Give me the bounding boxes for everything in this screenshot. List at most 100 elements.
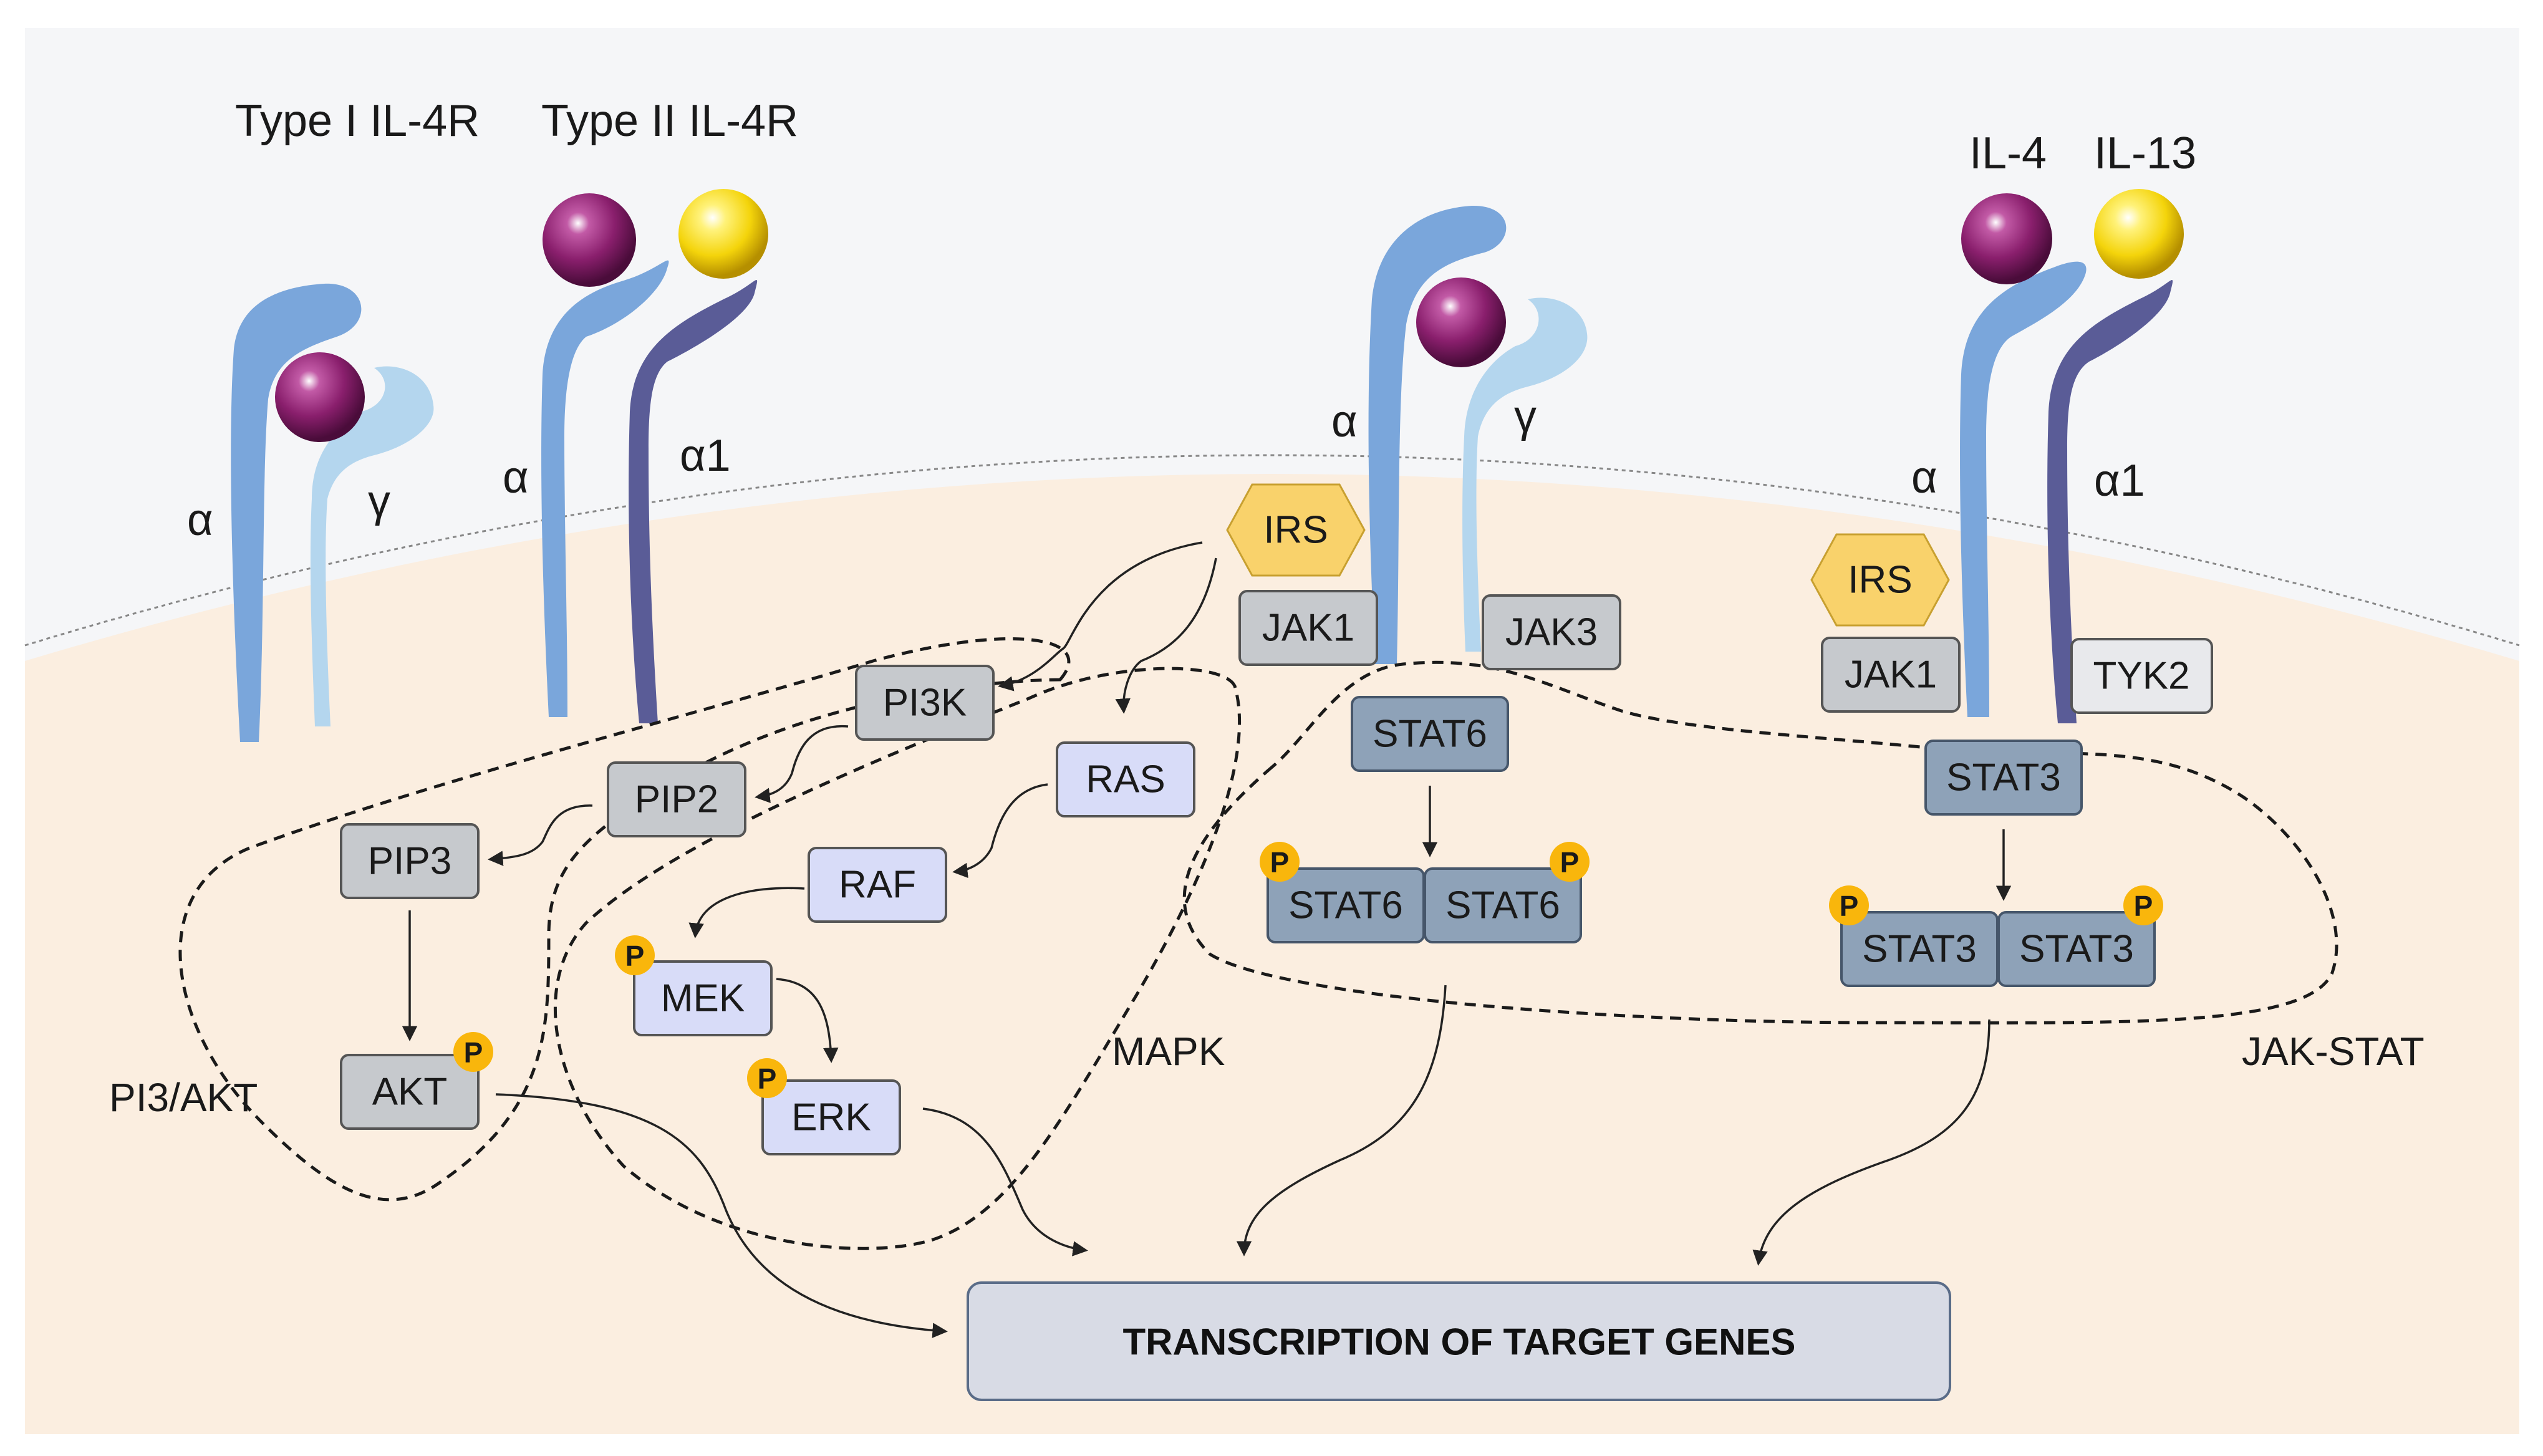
svg-text:P: P <box>758 1063 777 1095</box>
target-label: TRANSCRIPTION OF TARGET GENES <box>1123 1321 1796 1363</box>
il4-ligand <box>543 193 636 287</box>
stat6-label: STAT6 <box>1373 713 1487 756</box>
arrow-raf-mek <box>688 887 805 938</box>
pip3-node: PIP3 <box>340 823 480 899</box>
stat3-label: STAT3 <box>1946 756 2061 799</box>
il13-label: IL-13 <box>2094 128 2196 178</box>
jak1-node-middle: JAK1 <box>1238 590 1378 666</box>
gamma-chain <box>310 366 434 726</box>
arrow-pip2-pip3 <box>488 804 593 866</box>
phospho-badge-stat3-right: P <box>2123 885 2163 925</box>
svg-text:P: P <box>1560 846 1580 879</box>
akt-label: AKT <box>372 1071 448 1114</box>
alpha-label: α <box>503 453 529 503</box>
alpha1-label: α1 <box>2094 456 2145 506</box>
svg-text:P: P <box>1840 890 1859 922</box>
alpha-chain <box>1960 261 2087 717</box>
arrow-akt-transcription <box>495 1093 948 1338</box>
pi3k-label: PI3K <box>883 682 967 725</box>
alpha-chain <box>541 260 669 717</box>
transcription-target: TRANSCRIPTION OF TARGET GENES <box>967 1281 1951 1401</box>
irs-label: IRS <box>1263 509 1328 552</box>
alpha1-chain <box>2047 279 2173 723</box>
stat3-dimer: STAT3 STAT3 <box>1840 911 2156 987</box>
pi3akt-region <box>178 637 1071 1202</box>
il4-ligand <box>1961 193 2052 284</box>
arrow-stat6-transcription <box>1236 985 1447 1256</box>
alpha-label: α <box>187 495 213 545</box>
stat3-node: STAT3 <box>1924 740 2083 816</box>
arrow-stat3-transcription <box>1752 1019 1990 1266</box>
pi3akt-pathway-label: PI3/AKT <box>109 1075 258 1120</box>
mek-label: MEK <box>661 977 745 1020</box>
il13-ligand <box>2094 189 2184 279</box>
phospho-badge-mek: P <box>615 935 655 975</box>
ras-label: RAS <box>1086 758 1165 801</box>
svg-text:P: P <box>464 1036 483 1069</box>
arrow-pi3k-pip2 <box>755 725 849 803</box>
type1-receptor-middle <box>1368 205 1588 664</box>
pip2-node: PIP2 <box>607 761 746 837</box>
akt-node: AKT <box>340 1054 480 1130</box>
jak1-label: JAK1 <box>1262 607 1354 650</box>
svg-text:P: P <box>1270 846 1290 879</box>
arrow-irs-pi3k <box>998 541 1203 692</box>
jakstat-region <box>1182 660 2338 1025</box>
irs-label: IRS <box>1848 559 1912 602</box>
arrow-mek-erk <box>776 978 839 1063</box>
stat6-dimer: STAT6 STAT6 <box>1267 867 1582 943</box>
type2-receptor <box>541 189 768 723</box>
raf-label: RAF <box>839 864 916 907</box>
alpha-chain <box>231 283 362 742</box>
il4-label: IL-4 <box>1969 128 2047 178</box>
alpha-chain <box>1368 205 1507 664</box>
pi3k-node: PI3K <box>855 665 995 741</box>
irs-node-right: IRS <box>1810 533 1950 627</box>
alpha1-label: α1 <box>680 431 731 481</box>
jak1-label: JAK1 <box>1845 653 1937 697</box>
mapk-pathway-label: MAPK <box>1112 1029 1225 1074</box>
irs-node-middle: IRS <box>1226 483 1366 577</box>
alpha-label: α <box>1911 453 1937 503</box>
type1-receptor <box>231 283 434 742</box>
gamma-label: γ <box>1514 392 1537 441</box>
arrow-ras-raf <box>952 783 1048 879</box>
erk-node: ERK <box>761 1079 901 1155</box>
il4-ligand <box>1416 277 1506 367</box>
stat6-label: STAT6 <box>1445 884 1560 927</box>
il13-ligand <box>678 189 768 279</box>
arrow-erk-transcription <box>922 1107 1088 1256</box>
stat3-label: STAT3 <box>1862 928 1977 971</box>
phospho-badge-erk: P <box>747 1058 787 1098</box>
phospho-badge-stat3-left: P <box>1829 885 1869 925</box>
alpha1-chain <box>629 279 758 723</box>
pip2-label: PIP2 <box>635 778 718 821</box>
il4-ligand <box>275 352 365 442</box>
stat3-label: STAT3 <box>2019 928 2134 971</box>
tyk2-node: TYK2 <box>2070 638 2213 714</box>
phospho-badge-akt: P <box>453 1032 493 1072</box>
membrane-line <box>24 454 2520 647</box>
phospho-badge-stat6-left: P <box>1260 842 1300 882</box>
gamma-chain <box>1462 297 1588 652</box>
jak1-node-right: JAK1 <box>1821 637 1961 713</box>
gamma-label: γ <box>368 476 390 526</box>
type2-receptor-label: Type II IL-4R <box>541 96 798 146</box>
jakstat-pathway-label: JAK-STAT <box>2242 1029 2425 1074</box>
svg-text:P: P <box>2134 890 2153 922</box>
stat6-node: STAT6 <box>1351 696 1509 772</box>
pip3-label: PIP3 <box>368 840 451 883</box>
jak3-node: JAK3 <box>1482 594 1621 670</box>
jak3-label: JAK3 <box>1505 611 1598 654</box>
erk-label: ERK <box>791 1096 871 1139</box>
type1-receptor-label: Type I IL-4R <box>235 96 480 146</box>
stat6-label: STAT6 <box>1288 884 1403 927</box>
arrow-irs-ras <box>1115 557 1217 714</box>
raf-node: RAF <box>808 847 947 923</box>
ras-node: RAS <box>1056 741 1195 817</box>
mek-node: MEK <box>633 960 773 1036</box>
alpha-label: α <box>1331 397 1358 446</box>
type2-receptor-right <box>1960 189 2184 723</box>
tyk2-label: TYK2 <box>2093 655 2189 698</box>
